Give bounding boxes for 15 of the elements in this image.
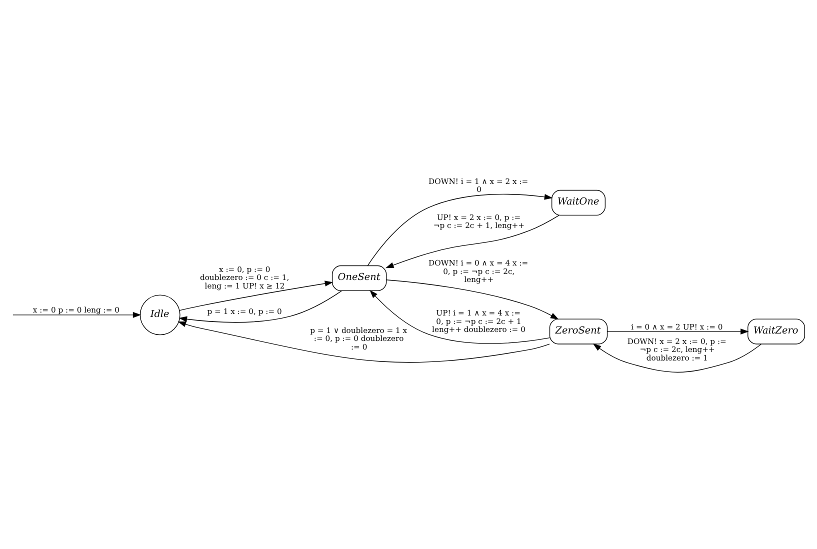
node-box: OneSent [332,264,387,291]
arrow [178,290,342,322]
node-box: WaitZero [748,318,806,344]
arrow [370,289,550,344]
node-circle: Idle [140,294,180,335]
arrow [367,193,553,266]
arrow [386,279,559,320]
arrow [12,312,142,318]
arrow [607,328,749,334]
node-box: WaitOne [552,189,606,216]
arrow [385,214,560,268]
node-box: ZeroSent [549,318,608,344]
arrow [592,342,762,372]
arrow [179,280,334,310]
arrow [178,320,550,362]
